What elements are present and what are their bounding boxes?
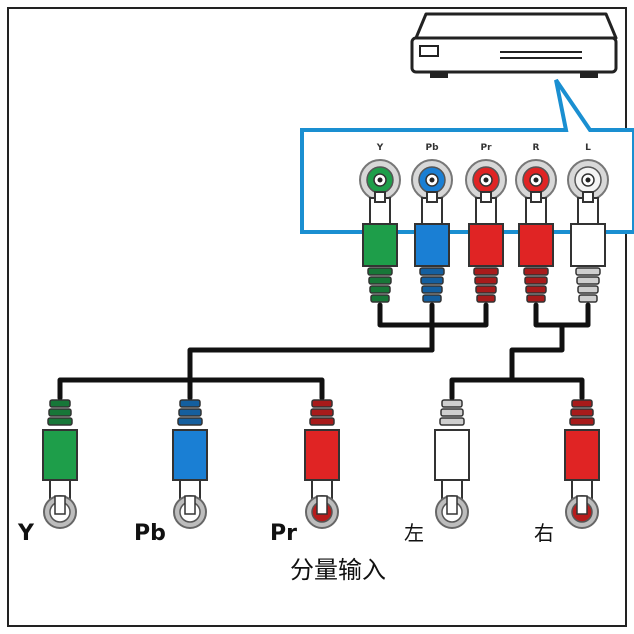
source-plug-pr [468, 191, 504, 303]
jack-r: R [515, 143, 557, 201]
plug-label-right: 右 [534, 521, 554, 545]
destination-plug-2 [304, 399, 340, 529]
jack-pb: Pb [411, 143, 453, 201]
plug-label-y: Y [17, 521, 35, 546]
jack-label-pb: Pb [425, 143, 439, 153]
jack-l: L [567, 143, 609, 201]
source-plugs [362, 191, 606, 303]
cable-pr-source [429, 302, 489, 328]
source-plug-pb [414, 191, 450, 303]
cable-r-source [533, 302, 591, 328]
jack-label-l: L [585, 143, 591, 153]
dvd-player-icon [410, 12, 618, 78]
destination-plugs [42, 399, 600, 529]
jack-label-r: R [533, 143, 540, 153]
destination-plug-4 [564, 399, 600, 529]
diagram-frame [7, 7, 627, 627]
source-plug-l [570, 191, 606, 303]
source-plug-r [518, 191, 554, 303]
source-plug-y [362, 191, 398, 303]
destination-plug-0 [42, 399, 78, 529]
jack-label-y: Y [376, 143, 384, 153]
destination-plug-3 [434, 399, 470, 529]
plug-label-left: 左 [404, 521, 424, 545]
component-input-caption: 分量输入 [290, 556, 386, 584]
destination-plug-1 [172, 399, 208, 529]
cable-audio-split [449, 377, 585, 401]
plug-label-pb: Pb [134, 521, 166, 546]
output-jacks: Y Pb Pr R L [359, 143, 609, 201]
cable-video-trunk [187, 347, 435, 383]
plug-label-pr: Pr [270, 521, 297, 546]
cable-y-source [377, 302, 435, 328]
cable-audio-trunk [509, 322, 565, 383]
jack-label-pr: Pr [480, 143, 492, 153]
cables [57, 302, 591, 401]
jack-pr: Pr [465, 143, 507, 201]
